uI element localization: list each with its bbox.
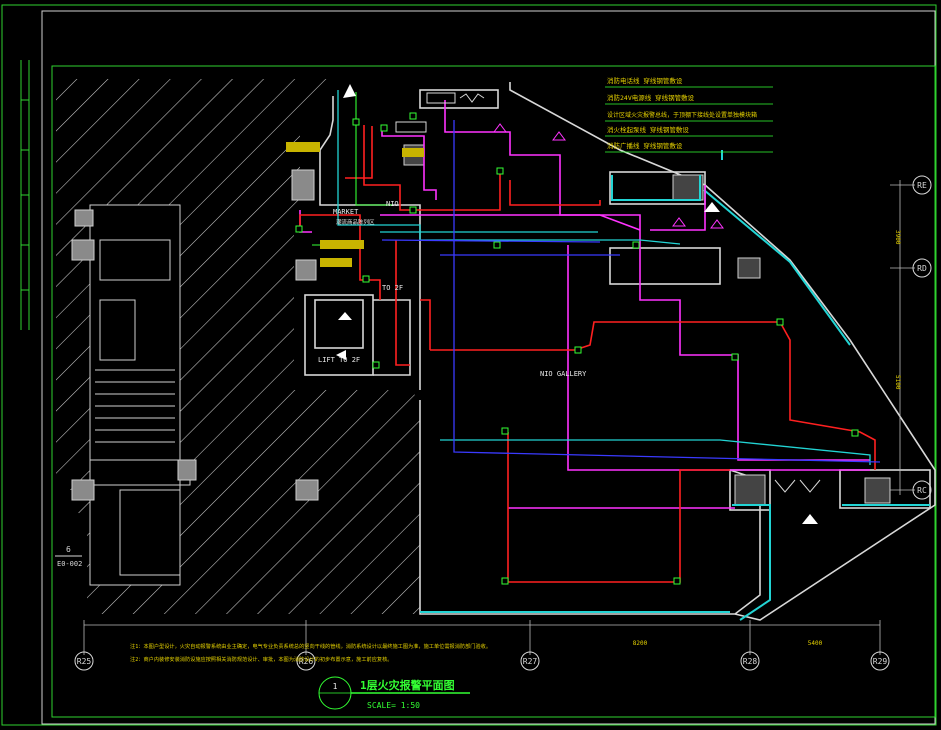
axis-label-r25: R25 [77,657,92,666]
room-label-market: MARKET [333,208,359,216]
dim-5400: 5400 [808,640,823,647]
wiring-broadcast [299,100,870,509]
side-reference: 6 E0-002 [55,545,82,568]
legend-item-3: 设计区域火灾报警总线，于顶棚下接线处设置单独模块箱 [607,111,757,119]
panel-symbols [395,92,821,493]
room-label-to2f: TO 2F [382,284,403,292]
axis-label-rd: RD [917,264,927,273]
room-label-gallery: NIO GALLERY [540,370,587,378]
drawing-title: 1层火灾报警平面图 [360,678,455,692]
lift-arrows [336,312,352,360]
legend-item-4: 消火栓起泵线 穿线钢管敷设 [607,125,689,134]
sheet-border [1,4,937,726]
legend-item-2: 消防24V电源线 穿线钢管敷设 [607,93,695,102]
room-label-lift: LIFT TO 2F [318,356,360,364]
axis-label-rc: RC [917,486,927,495]
axis-label-re: RE [917,181,927,190]
legend-item-1: 消防电话线 穿线钢管敷设 [607,76,683,85]
columns-right [403,144,891,506]
note-1: 注1：本图户型设计，火灾自动报警系统由业主确定，电气专业负责系统总的竖向干线的管… [130,642,491,650]
drawing-scale: SCALE= 1:50 [367,701,420,710]
view-number: 1 [333,682,338,691]
axis-label-r26: R26 [299,657,314,666]
legend-box [605,86,773,153]
room-label-nio: NIO [386,200,399,208]
stair-treads [89,239,191,576]
columns-left [71,169,319,501]
grid-lines [83,180,915,655]
axis-label-r27: R27 [523,657,538,666]
axis-label-r28: R28 [743,657,758,666]
left-title-strip [20,60,30,330]
wiring-telephone [381,120,881,463]
alarm-devices [295,112,859,585]
note-2: 注2：商户内装修安装消防设施应按照相关消防规范设计、审批，本图为消防设计的初步布… [130,655,393,663]
smoke-detectors [493,123,724,229]
wiring-power-24v [337,90,871,465]
axis-label-r29: R29 [873,657,888,666]
glass-walls [420,150,930,621]
stair-core [89,204,181,586]
dim-3900: 3900 [894,230,901,245]
side-ref-sheet: E0-002 [57,560,82,568]
legend-item-5: 消防广播线 穿线钢管敷设 [607,141,683,150]
dim-5100: 5100 [894,375,901,390]
side-ref-number: 6 [66,545,71,554]
axis-bubbles [74,175,932,671]
device-tags [286,142,424,267]
exit-arrows [343,84,818,524]
room-label-market-sub: 潮流商品陈列区 [336,218,375,226]
title-block: 1 1层火灾报警平面图 SCALE= 1:50 [318,676,470,710]
inner-frame [51,65,936,718]
dim-8200: 8200 [633,640,648,647]
